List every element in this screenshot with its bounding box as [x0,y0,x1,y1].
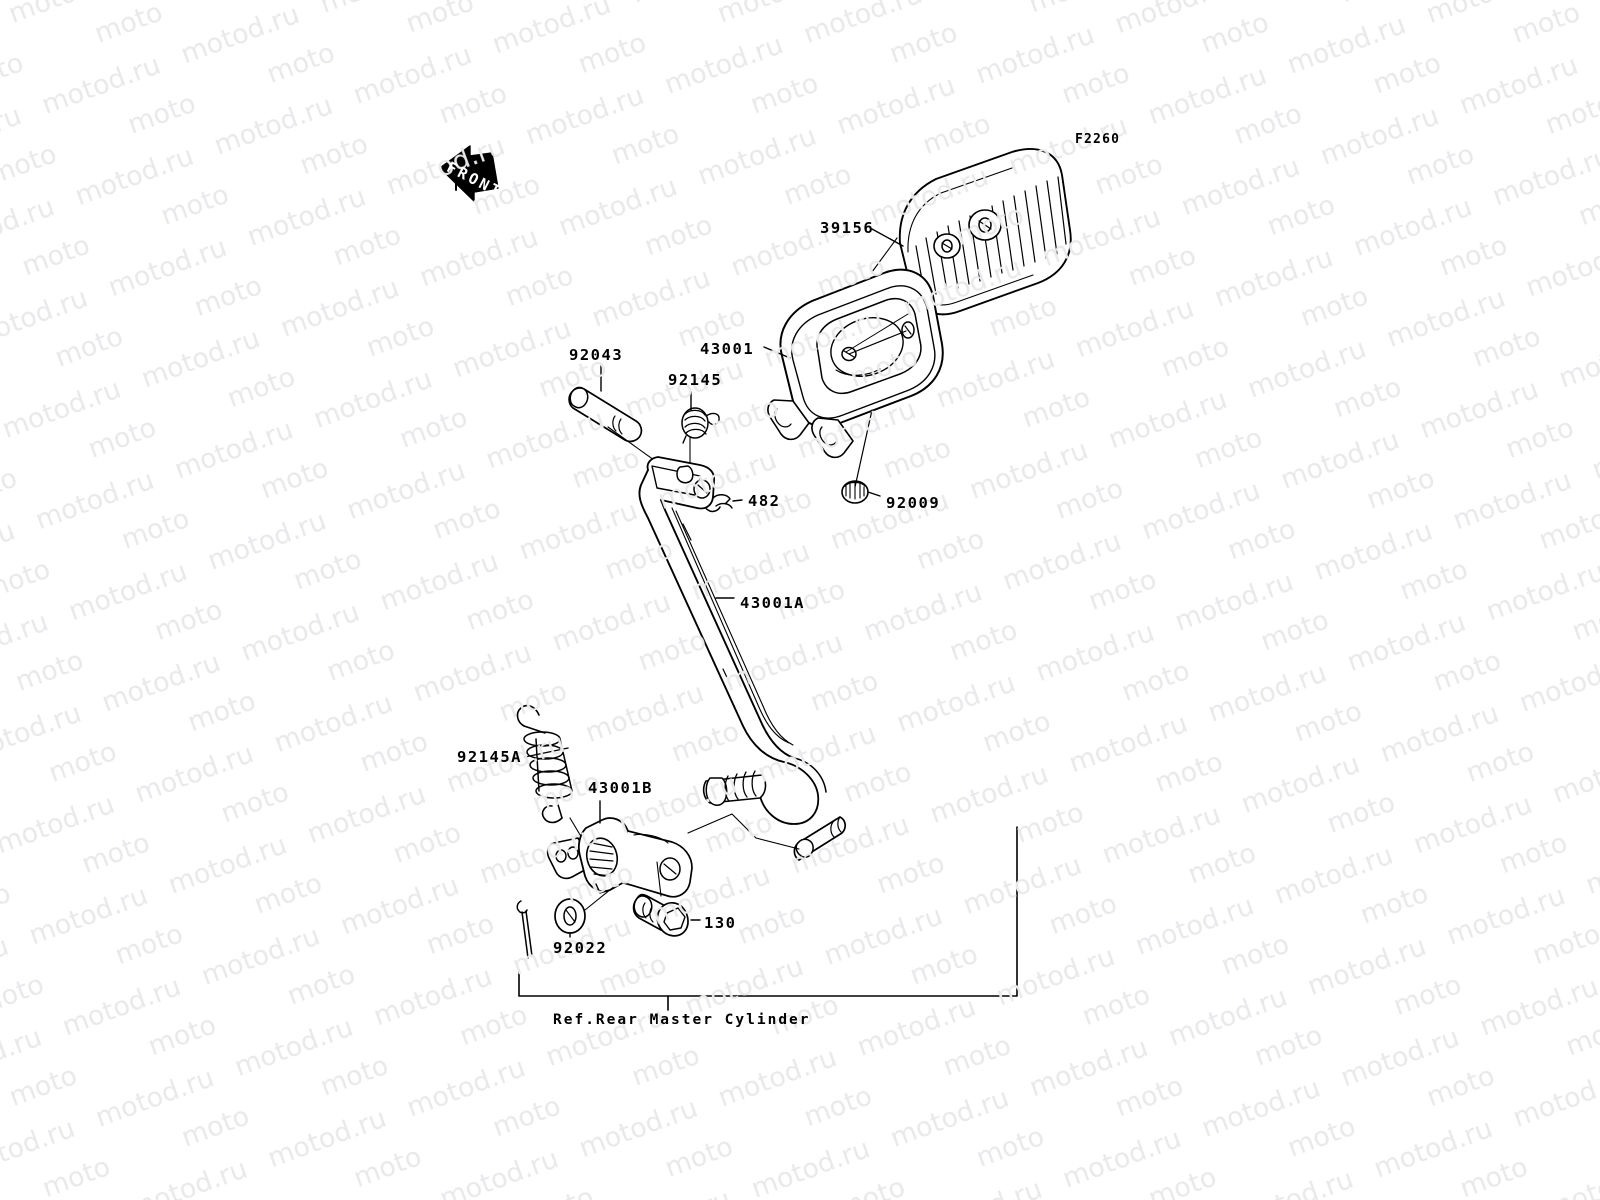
callout-130[interactable]: 130 [704,914,737,932]
reference-label[interactable]: Ref.Rear Master Cylinder [553,1012,811,1028]
callout-92145A[interactable]: 92145A [457,748,522,766]
part-43001-pedal-plate [767,268,944,459]
part-92145-spring [681,407,720,444]
callout-43001[interactable]: 43001 [700,340,755,358]
part-92022-washer [554,898,586,934]
part-130-bolt [632,893,689,937]
part-43001A-lever [638,456,827,825]
callout-43001A[interactable]: 43001A [740,594,805,612]
part-92145A-spring [516,704,573,824]
callout-92009[interactable]: 92009 [886,494,941,512]
leader-92009 [867,491,881,497]
callout-43001B[interactable]: 43001B [588,779,653,797]
callout-92022[interactable]: 92022 [553,939,608,957]
part-43001B-pivot-holder [546,817,693,898]
part-split-pin [516,900,533,959]
callout-92043[interactable]: 92043 [569,346,624,364]
callout-92145[interactable]: 92145 [668,371,723,389]
callout-482[interactable]: 482 [748,492,781,510]
part-92043-pin [568,386,643,443]
leader-482 [732,499,743,502]
leader-92009-stem [854,409,873,488]
leader-39156 [871,228,904,247]
sheet-code: F2260 [1075,132,1121,147]
callout-39156[interactable]: 39156 [820,219,875,237]
